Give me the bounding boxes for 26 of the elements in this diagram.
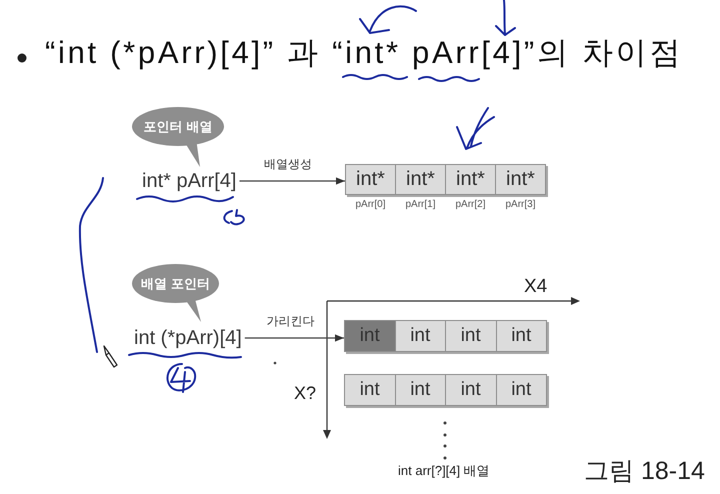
index-label: pArr[0] bbox=[354, 199, 386, 211]
index-label: pArr[1] bbox=[404, 199, 436, 211]
edge-label: 가리킨다 bbox=[264, 314, 316, 329]
title: “int (*pArr)[4]” 과 “int* pArr[4]”의 차이점 bbox=[45, 37, 683, 68]
multiplier-label: X? bbox=[294, 382, 316, 404]
array-cell: int* bbox=[345, 164, 396, 195]
array-cell: int* bbox=[395, 164, 446, 195]
array-cell: int* bbox=[495, 164, 546, 195]
index-label: pArr[3] bbox=[504, 199, 536, 211]
array-cell: int bbox=[445, 374, 496, 406]
arrow bbox=[239, 177, 345, 185]
index-label: pArr[2] bbox=[454, 199, 486, 211]
arrow bbox=[244, 334, 344, 342]
multiplier-label: X4 bbox=[524, 275, 548, 298]
array-cell: int bbox=[496, 320, 547, 352]
code-text: int (*pArr)[4] bbox=[134, 326, 242, 350]
array-cell: int bbox=[394, 374, 446, 406]
array-cell: int bbox=[344, 374, 396, 406]
caption-text: int arr[?][4] 배열 bbox=[398, 463, 490, 479]
array-cell: int bbox=[496, 374, 547, 406]
array-cell: int* bbox=[445, 164, 496, 195]
array-cell: int bbox=[445, 320, 496, 352]
code-text: int* pArr[4] bbox=[142, 169, 236, 193]
figure-number: 그림 18-14 bbox=[584, 456, 705, 486]
array-cell: int bbox=[344, 320, 396, 352]
array-cell: int bbox=[394, 320, 446, 352]
